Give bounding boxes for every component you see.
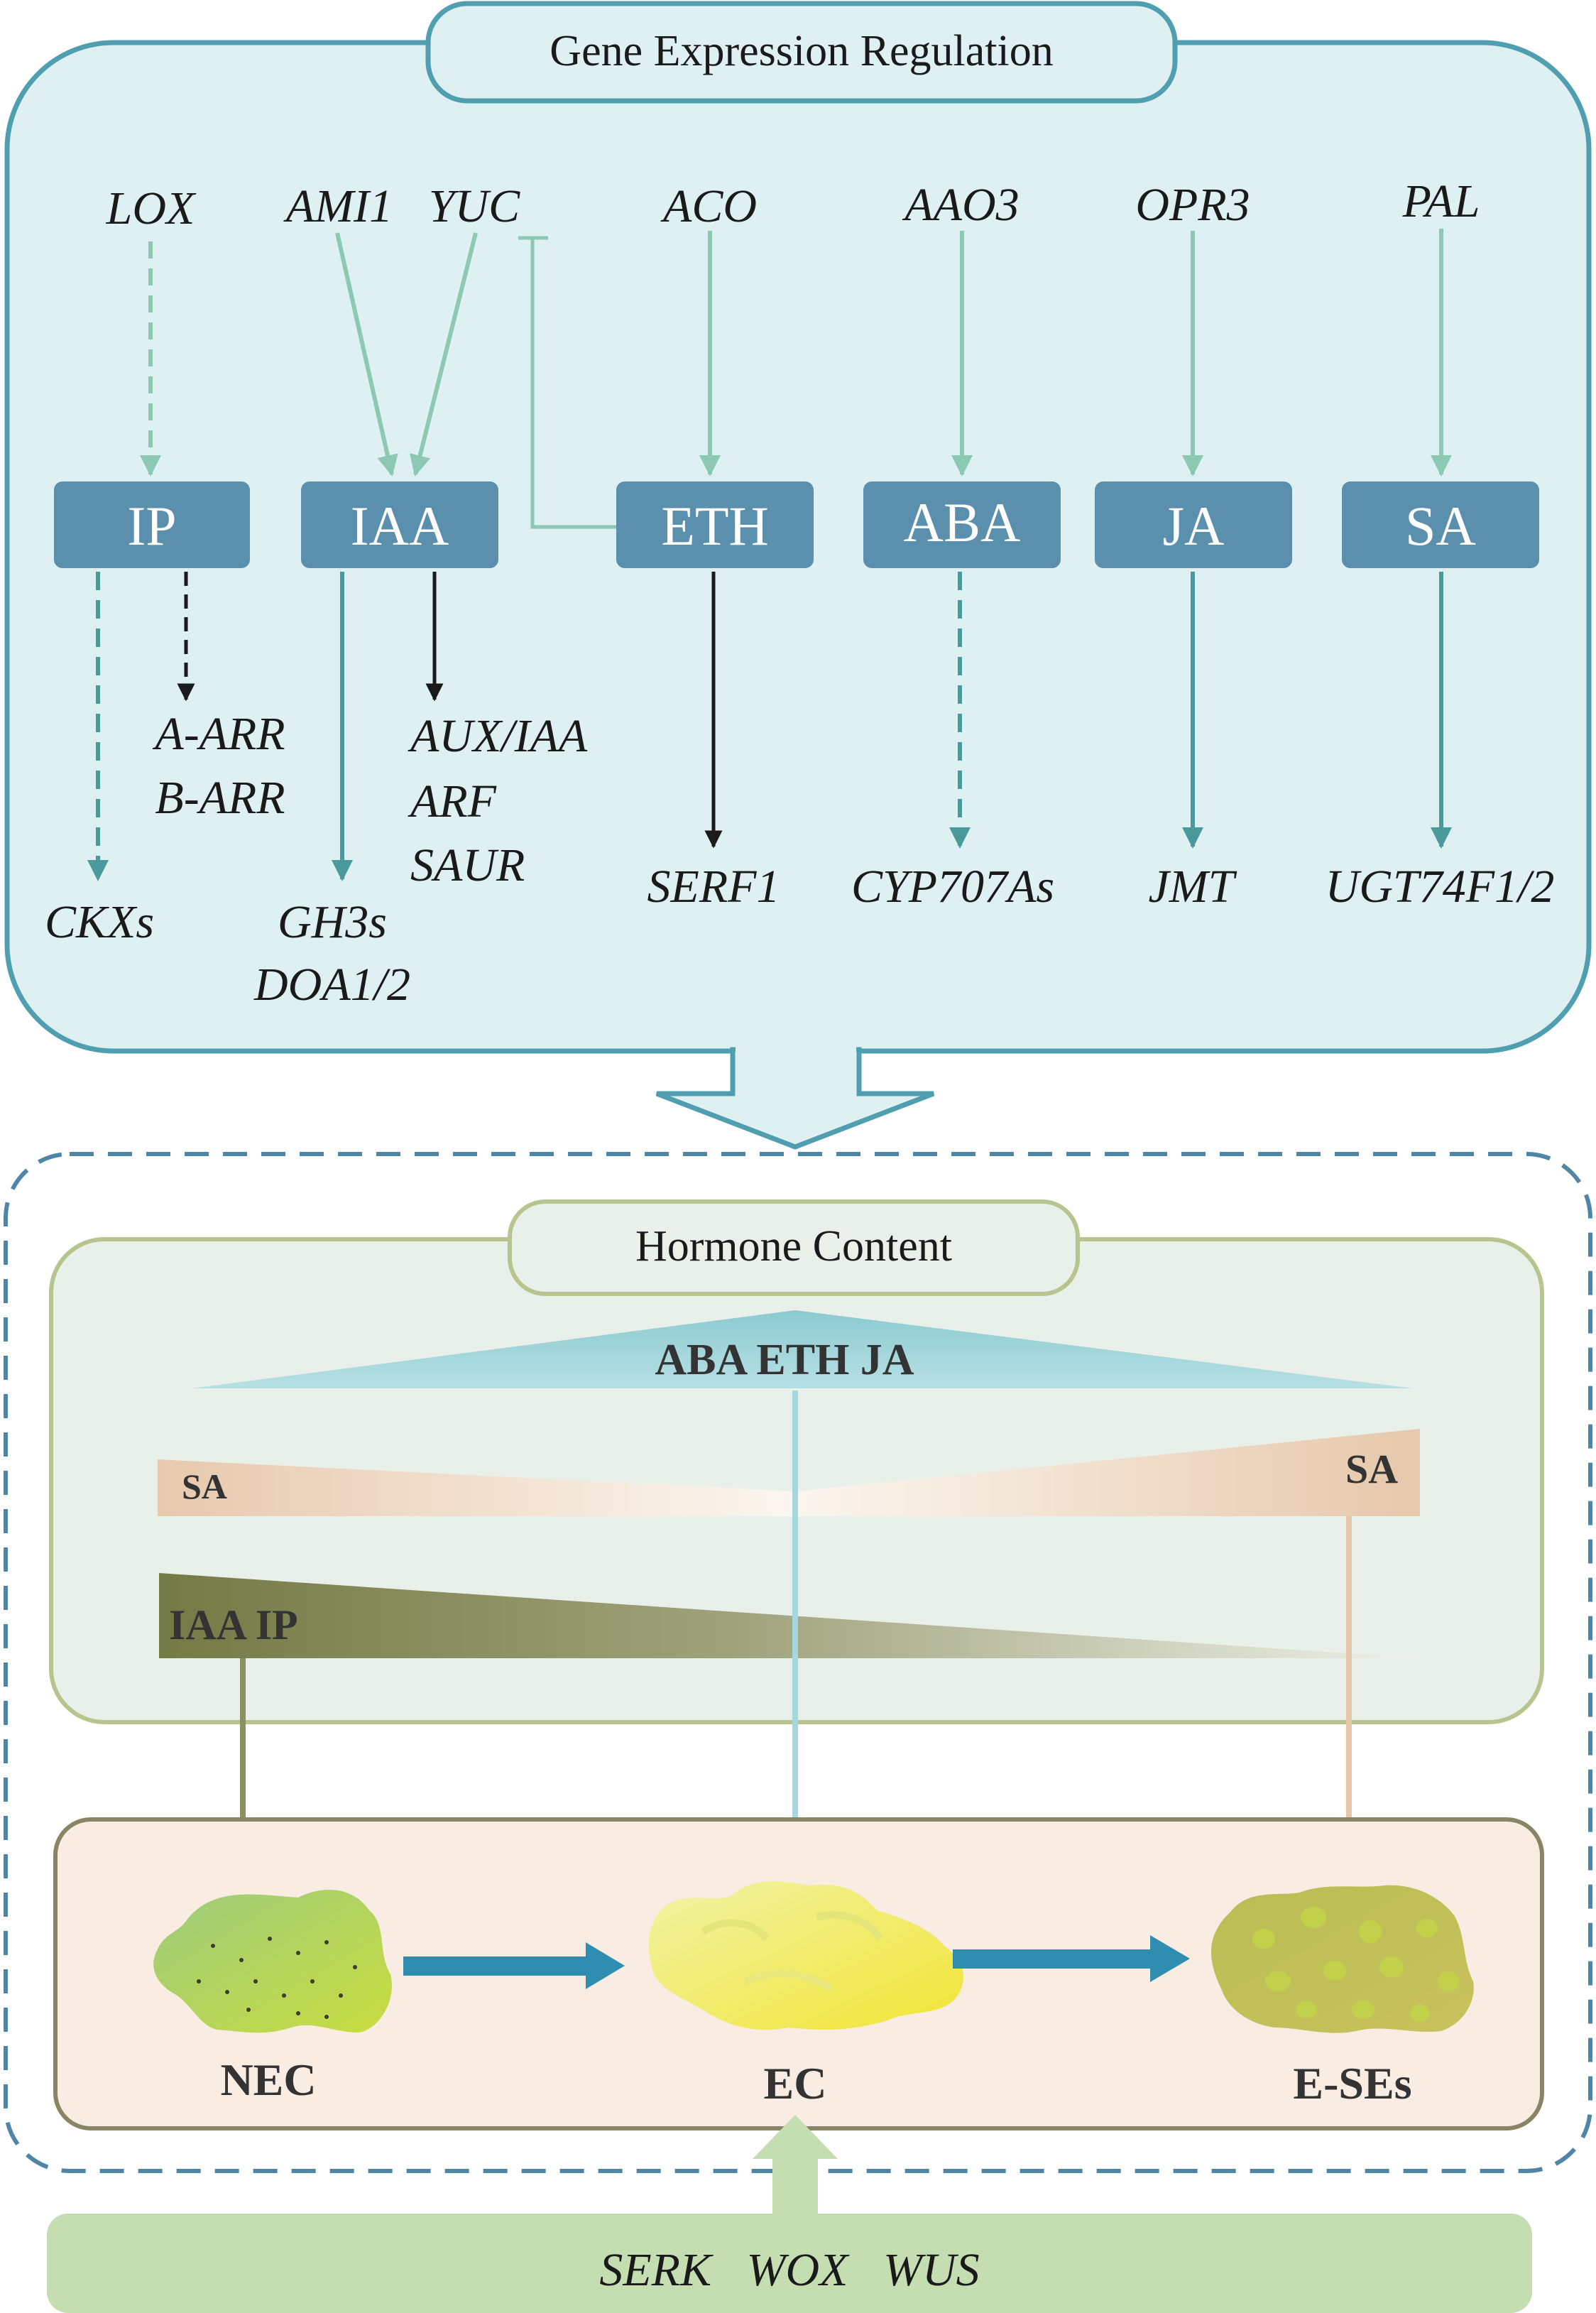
gene-a-arr: A-ARR	[152, 708, 285, 760]
gene-lox: LOX	[106, 183, 197, 234]
hormone-sa-label: SA	[1405, 495, 1476, 557]
gene-serf1: SERF1	[647, 861, 780, 913]
panel-title-gene-expression: Gene Expression Regulation	[550, 27, 1053, 75]
gene-gh3s: GH3s	[278, 896, 387, 948]
hormone-eth-label: ETH	[661, 495, 769, 557]
connector-seam-cover	[736, 1041, 856, 1054]
gene-aux-iaa: AUX/IAA	[408, 710, 588, 762]
middle-title-box: Hormone Content	[508, 1199, 1080, 1296]
iaa-ip-wedge	[159, 1573, 1420, 1658]
arrow-ec-to-ese	[953, 1935, 1190, 1982]
hormone-content-panel: Hormone Content ABA ETH JA SA SA IAA IP	[49, 1199, 1544, 1881]
ec-callus-image	[648, 1881, 963, 2030]
hormone-box-aba: ABA	[863, 481, 1061, 568]
gene-aao3: AAO3	[902, 179, 1019, 231]
gene-yuc: YUC	[429, 180, 520, 232]
gene-doa: DOA1/2	[253, 959, 410, 1011]
gene-cyp707as: CYP707As	[851, 861, 1054, 913]
hormone-aba-label: ABA	[904, 491, 1021, 553]
gene-expression-panel: Gene Expression Regulation LOX AMI1 YUC …	[4, 1, 1592, 1150]
iaa-ip-label: IAA IP	[169, 1601, 298, 1648]
stage-nec-label: NEC	[220, 2055, 316, 2105]
inhibition-eth-to-yuc	[530, 238, 616, 529]
sa-wedge	[158, 1429, 1420, 1516]
hormone-box-sa: SA	[1342, 481, 1539, 568]
sa-left-label: SA	[182, 1466, 227, 1506]
arrow-ami1-to-iaa	[335, 232, 398, 477]
gene-pal: PAL	[1402, 175, 1480, 227]
footer-up-arrow	[753, 2115, 838, 2216]
ese-callus-image	[1210, 1885, 1474, 2033]
hormone-iaa-label: IAA	[351, 495, 449, 557]
hormone-box-ja: JA	[1095, 481, 1292, 568]
top-title-box: Gene Expression Regulation	[425, 1, 1178, 104]
hormone-box-iaa: IAA	[301, 481, 498, 568]
gene-arf: ARF	[408, 775, 497, 827]
footer-gene-bar: SERK WOX WUS	[47, 2214, 1532, 2313]
aba-eth-ja-label: ABA ETH JA	[655, 1336, 914, 1384]
gene-aco: ACO	[660, 180, 757, 232]
aba-eth-ja-wedge	[192, 1310, 1413, 1388]
gene-saur: SAUR	[410, 839, 525, 891]
nec-callus-image	[153, 1889, 392, 2033]
callus-stages-panel: NEC EC	[53, 1817, 1544, 2130]
gene-ami1: AMI1	[283, 180, 393, 232]
gene-b-arr: B-ARR	[155, 772, 285, 824]
gene-opr3: OPR3	[1135, 179, 1250, 231]
gene-ckxs: CKXs	[45, 896, 154, 948]
sa-right-label: SA	[1345, 1446, 1398, 1492]
arrow-nec-to-ec	[403, 1942, 625, 1989]
hormone-box-ip: IP	[54, 481, 250, 568]
panel-connector-arrow	[655, 1047, 935, 1150]
hormone-box-eth: ETH	[616, 481, 814, 568]
footer-gene-labels: SERK WOX WUS	[599, 2244, 979, 2296]
hormone-ip-label: IP	[127, 495, 176, 557]
arrow-yuc-to-iaa	[409, 232, 478, 477]
panel-title-hormone-content: Hormone Content	[635, 1222, 952, 1270]
stage-ese-label: E-SEs	[1293, 2058, 1411, 2108]
gene-ugt: UGT74F1/2	[1326, 861, 1555, 913]
hormone-ja-label: JA	[1163, 495, 1225, 557]
stage-ec-label: EC	[764, 2058, 827, 2108]
gene-jmt: JMT	[1149, 861, 1237, 913]
